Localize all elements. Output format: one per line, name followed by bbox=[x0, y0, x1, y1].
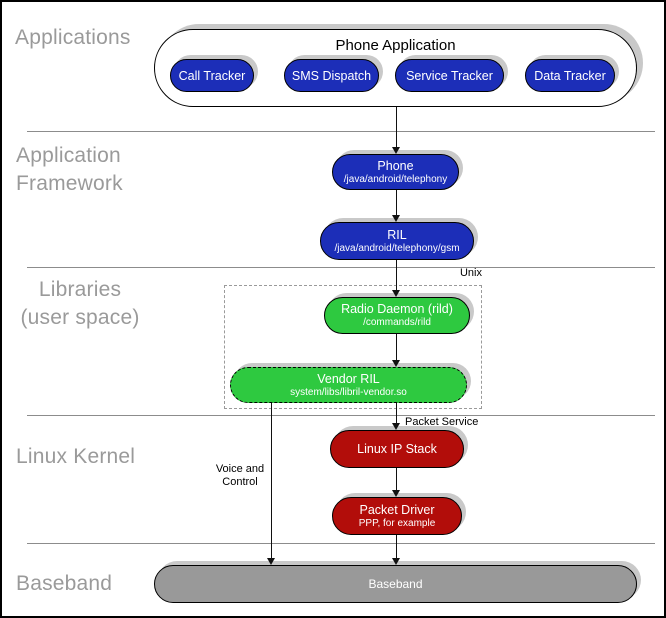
edge-radio-daemon-vendor-ril bbox=[396, 334, 398, 362]
edge-ril-radio-daemon bbox=[396, 260, 398, 292]
node-radio-daemon-title: Radio Daemon (rild) bbox=[341, 302, 453, 316]
node-vendor-ril-subtitle: system/libs/libril-vendor.so bbox=[290, 386, 407, 398]
layer-label-application-framework-line2: Framework bbox=[16, 172, 123, 195]
node-packet-driver: Packet Driver PPP, for example bbox=[332, 497, 462, 535]
node-vendor-ril-title: Vendor RIL bbox=[317, 371, 380, 386]
node-sms-dispatch: SMS Dispatch bbox=[284, 59, 379, 92]
arrowhead-ip-stack bbox=[392, 423, 400, 430]
node-call-tracker-label: Call Tracker bbox=[178, 68, 246, 83]
unix-label: Unix bbox=[459, 267, 482, 279]
arrowhead-ril bbox=[392, 215, 400, 222]
node-linux-ip-stack-title: Linux IP Stack bbox=[357, 441, 437, 456]
layer-label-libraries-line1: Libraries bbox=[38, 278, 122, 301]
node-baseband: Baseband bbox=[154, 565, 637, 603]
edge-vendor-ril-ip-stack bbox=[396, 403, 398, 425]
phone-application-title: Phone Application bbox=[335, 37, 456, 54]
divider-libraries-kernel bbox=[27, 415, 655, 416]
layer-label-application-framework: Application Framework bbox=[16, 142, 123, 198]
arrowhead-phone bbox=[392, 147, 400, 154]
arrowhead-baseband-voice bbox=[267, 558, 275, 565]
node-packet-driver-subtitle: PPP, for example bbox=[358, 517, 436, 529]
node-baseband-title: Baseband bbox=[368, 576, 423, 591]
node-packet-driver-title: Packet Driver bbox=[359, 502, 435, 517]
packet-service-label: Packet Service bbox=[405, 416, 479, 428]
node-data-tracker: Data Tracker bbox=[525, 59, 615, 92]
node-call-tracker: Call Tracker bbox=[170, 59, 254, 92]
voice-and-control-label: Voice and Control bbox=[205, 463, 275, 489]
node-phone: Phone /java/android/telephony bbox=[332, 154, 459, 190]
node-sms-dispatch-label: SMS Dispatch bbox=[291, 68, 372, 83]
node-radio-daemon-subtitle: /commands/rild bbox=[363, 317, 431, 328]
arrowhead-vendor-ril bbox=[392, 360, 400, 367]
edge-appcontainer-phone bbox=[396, 107, 398, 149]
arrowhead-radio-daemon bbox=[392, 290, 400, 297]
layer-label-linux-kernel: Linux Kernel bbox=[16, 445, 136, 468]
edge-vendor-ril-baseband-voice bbox=[271, 403, 273, 559]
node-radio-daemon: Radio Daemon (rild) /commands/rild bbox=[324, 297, 470, 334]
unix-boundary-box bbox=[224, 285, 482, 409]
layer-label-applications: Applications bbox=[15, 26, 131, 49]
node-linux-ip-stack: Linux IP Stack bbox=[330, 430, 464, 468]
node-ril-title: RIL bbox=[387, 227, 407, 242]
voice-and-control-label-line2: Control bbox=[222, 476, 258, 488]
voice-and-control-label-line1: Voice and bbox=[215, 463, 265, 475]
divider-kernel-baseband bbox=[27, 543, 655, 544]
divider-framework-libraries bbox=[27, 267, 655, 268]
node-phone-title: Phone bbox=[377, 158, 414, 173]
node-ril-subtitle: /java/android/telephony/gsm bbox=[334, 242, 460, 254]
layer-label-libraries: Libraries (user space) bbox=[6, 276, 154, 332]
edge-packet-driver-baseband bbox=[396, 535, 398, 559]
layer-label-baseband: Baseband bbox=[16, 572, 113, 595]
node-vendor-ril: Vendor RIL system/libs/libril-vendor.so bbox=[230, 367, 467, 403]
node-service-tracker: Service Tracker bbox=[395, 59, 504, 92]
edge-phone-ril bbox=[396, 190, 398, 217]
edge-ip-stack-packet-driver bbox=[396, 468, 398, 492]
node-ril: RIL /java/android/telephony/gsm bbox=[320, 222, 474, 260]
arrowhead-baseband-packet bbox=[392, 558, 400, 565]
node-service-tracker-label: Service Tracker bbox=[406, 68, 493, 83]
layer-label-libraries-line2: (user space) bbox=[20, 306, 140, 329]
divider-applications-framework bbox=[27, 131, 655, 132]
layer-label-application-framework-line1: Application bbox=[16, 144, 121, 167]
node-data-tracker-label: Data Tracker bbox=[534, 68, 606, 83]
arrowhead-packet-driver bbox=[392, 490, 400, 497]
node-phone-subtitle: /java/android/telephony bbox=[343, 173, 448, 185]
